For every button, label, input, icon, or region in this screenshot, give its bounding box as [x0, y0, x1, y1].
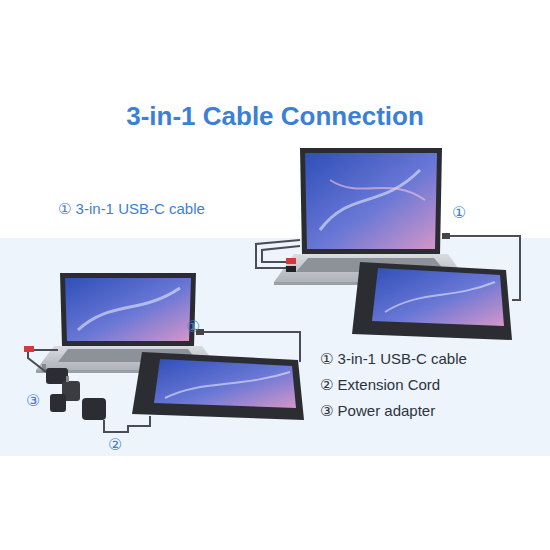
- callout-number: ③: [26, 392, 40, 410]
- callout-number: ②: [108, 436, 122, 454]
- power-adapters: [42, 364, 106, 420]
- bottom-tablet: [132, 352, 304, 420]
- legend-item: ③ Power adapter: [320, 402, 435, 419]
- callout-number: ①: [186, 318, 200, 336]
- diagram-title: 3-in-1 Cable Connection: [126, 102, 424, 132]
- top-cable: [256, 236, 520, 300]
- legend-item: ② Extension Cord: [320, 376, 440, 393]
- legend-item: ① 3-in-1 USB-C cable: [320, 350, 467, 367]
- callout-number: ①: [452, 204, 466, 222]
- top-tablet: [352, 262, 512, 340]
- bottom-cables: [28, 332, 300, 432]
- cable-label: ① 3-in-1 USB-C cable: [58, 200, 205, 217]
- background-band: [0, 238, 550, 456]
